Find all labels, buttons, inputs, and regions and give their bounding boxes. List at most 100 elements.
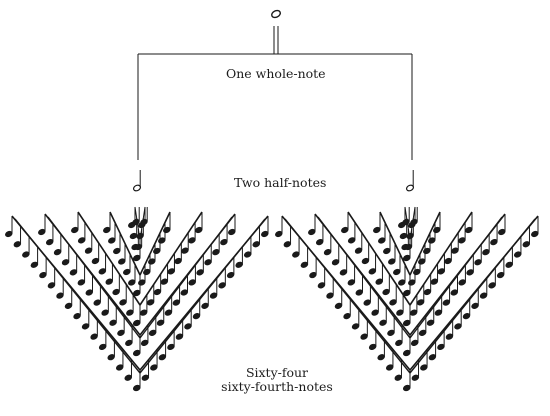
right-subtree (275, 206, 539, 392)
quarter-note (410, 207, 418, 226)
note (283, 226, 292, 248)
note (143, 254, 151, 276)
note (300, 246, 309, 268)
note (437, 253, 445, 275)
subdivision-level (71, 211, 203, 327)
note (408, 264, 416, 286)
note (164, 294, 173, 316)
beam (347, 211, 411, 306)
sixty-four-label: Sixty-four sixty-fourth-notes (190, 366, 364, 394)
note (201, 287, 209, 309)
note (531, 216, 539, 238)
note (466, 254, 474, 276)
note (434, 294, 443, 316)
note (403, 275, 411, 297)
subdivision-level (103, 211, 171, 297)
note (128, 264, 136, 286)
note (91, 243, 100, 265)
note (45, 224, 54, 246)
note (309, 257, 317, 279)
beam (139, 211, 203, 306)
note (331, 244, 340, 266)
note (30, 246, 39, 268)
note (395, 324, 403, 347)
half-notes-group (132, 170, 415, 192)
beam (409, 211, 473, 306)
note (393, 254, 401, 276)
note (117, 314, 125, 336)
note (38, 214, 46, 236)
beam (284, 218, 411, 374)
note (118, 243, 126, 265)
note (360, 318, 368, 340)
subdivision-level (308, 213, 506, 357)
half-notes-label: Two half-notes (232, 175, 329, 190)
note (148, 243, 156, 265)
note (428, 339, 437, 361)
whole-to-half-bracket (137, 26, 413, 160)
note (47, 267, 56, 289)
note (403, 240, 411, 262)
note (101, 294, 109, 316)
note (181, 232, 189, 254)
note (355, 274, 364, 296)
note (351, 308, 360, 330)
note (153, 274, 162, 296)
note (123, 254, 131, 276)
note (64, 287, 73, 309)
note (382, 274, 390, 296)
note (430, 263, 439, 285)
half-note (132, 170, 142, 192)
sixty-four-label-line2: sixty-fourth-notes (221, 379, 333, 394)
note (146, 284, 155, 306)
note (113, 233, 121, 255)
note (226, 257, 235, 279)
note (81, 308, 90, 330)
note (108, 222, 116, 244)
subdivision-level (38, 213, 236, 357)
note (138, 264, 146, 286)
note (411, 359, 420, 381)
note (209, 277, 218, 299)
note (93, 284, 101, 306)
note (188, 222, 196, 244)
note (426, 304, 435, 326)
note (218, 267, 226, 289)
note (53, 234, 62, 256)
note (107, 339, 115, 361)
note (465, 212, 473, 234)
note (423, 274, 432, 296)
note (163, 212, 171, 234)
note (423, 233, 431, 255)
note (124, 359, 133, 381)
note (339, 254, 348, 276)
note (482, 234, 490, 256)
note (505, 246, 513, 268)
note (479, 277, 488, 299)
note (394, 359, 403, 381)
note (317, 267, 326, 289)
note (418, 314, 427, 336)
note (98, 253, 107, 275)
note (368, 328, 377, 351)
quarter-note (402, 207, 410, 226)
note (368, 253, 377, 275)
note (433, 212, 441, 234)
note (188, 264, 196, 286)
note (418, 243, 426, 265)
note (140, 324, 149, 347)
note (77, 222, 86, 244)
note (158, 339, 167, 361)
note (158, 222, 166, 244)
note (192, 298, 201, 320)
note (98, 328, 107, 351)
note (69, 254, 78, 276)
note (13, 226, 22, 248)
note (428, 222, 436, 244)
note (442, 284, 451, 306)
note (308, 214, 316, 236)
half-note (405, 170, 415, 192)
note (409, 294, 418, 316)
note (323, 234, 332, 256)
